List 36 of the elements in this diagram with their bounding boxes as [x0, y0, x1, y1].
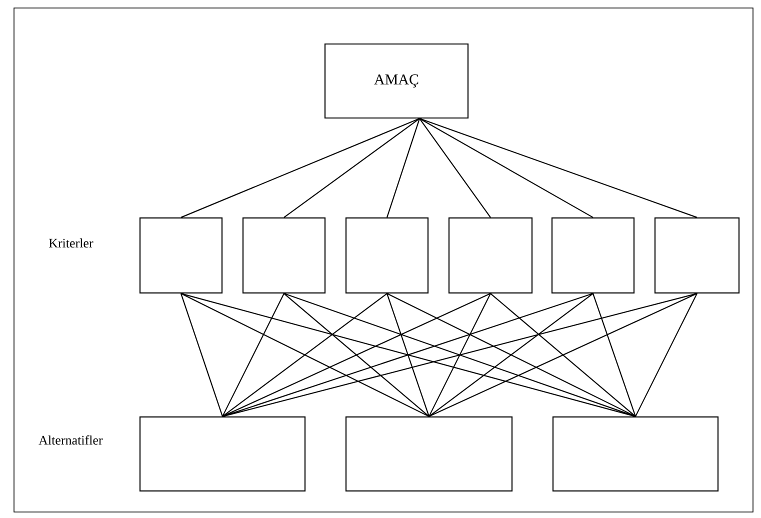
empty-box: [345, 416, 513, 492]
connector-line: [592, 293, 636, 417]
empty-box: [448, 217, 533, 294]
connector-line: [428, 293, 594, 417]
connector-line: [419, 118, 698, 218]
connector-line: [428, 293, 491, 417]
connector-line: [419, 118, 491, 218]
connector-line: [284, 293, 636, 417]
connector-line: [180, 118, 420, 218]
connector-line: [419, 118, 594, 218]
connector-line: [284, 118, 420, 218]
empty-box: [551, 217, 635, 294]
empty-box: [552, 416, 719, 492]
level-label: Kriterler: [48, 238, 94, 248]
connector-line: [222, 293, 698, 417]
connector-line: [428, 293, 698, 417]
empty-box: [345, 217, 429, 294]
empty-box: [242, 217, 326, 294]
connector-line: [386, 118, 420, 218]
connector-line: [180, 293, 224, 417]
level-label: Alternatifler: [38, 435, 103, 445]
connector-line: [180, 293, 430, 417]
connector-line: [222, 293, 594, 417]
connector-line: [222, 293, 491, 417]
connector-line: [284, 293, 430, 417]
connector-line: [386, 293, 430, 417]
goal-box: AMAÇ: [324, 43, 469, 119]
empty-box: [654, 217, 740, 294]
connector-line: [180, 293, 636, 417]
connector-line: [490, 293, 636, 417]
connector-line: [222, 293, 388, 417]
connector-line: [386, 293, 636, 417]
empty-box: [139, 416, 306, 492]
empty-box: [139, 217, 223, 294]
connector-line: [222, 293, 284, 417]
connector-line: [635, 293, 698, 417]
